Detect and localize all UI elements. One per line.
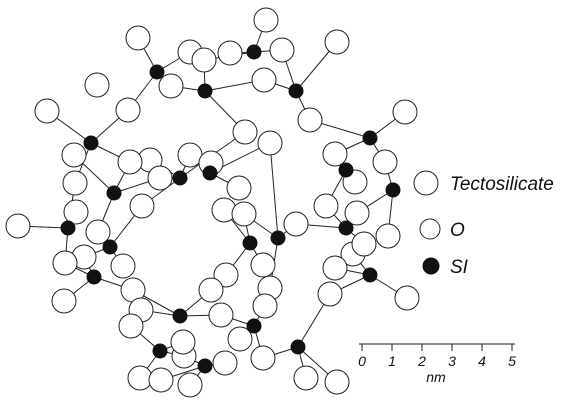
oxygen-atom: [250, 252, 276, 278]
oxygen-atom: [51, 288, 77, 314]
oxygen-atom: [63, 199, 89, 225]
oxygen-atom: [344, 200, 370, 226]
oxygen-atom: [5, 213, 31, 239]
silicon-atom: [246, 44, 262, 60]
oxygen-atom: [297, 107, 323, 133]
oxygen-atom: [253, 7, 279, 33]
oxygen-atom: [217, 40, 243, 66]
silicon-atom: [242, 235, 258, 251]
silicon-atom: [172, 308, 188, 324]
oxygen-atom: [115, 97, 141, 123]
silicon-atom: [86, 269, 102, 285]
oxygen-atom: [351, 231, 377, 257]
scale-tick-label: 2: [417, 353, 426, 369]
oxygen-atom: [322, 141, 348, 167]
oxygen-atom: [226, 175, 252, 201]
oxygen-atom: [252, 293, 278, 319]
oxygen-atom: [198, 277, 224, 303]
oxygen-atom: [34, 98, 60, 124]
si-o-bond: [269, 142, 279, 239]
oxygen-atom: [61, 142, 87, 168]
oxygen-atom: [375, 223, 401, 249]
oxygen-atom: [372, 149, 398, 175]
atom-layer: [5, 7, 420, 398]
oxygen-atom: [158, 73, 184, 99]
scale-tick-label: 1: [388, 353, 396, 369]
oxygen-atom: [117, 149, 143, 175]
silicon-atom: [106, 185, 122, 201]
oxygen-atom: [177, 372, 203, 398]
scale-bar-unit: nm: [426, 369, 446, 385]
silicon-atom: [246, 318, 262, 334]
oxygen-atom: [110, 253, 136, 279]
oxygen-atom: [170, 329, 196, 355]
silicon-atom: [290, 339, 306, 355]
silicon-atom: [197, 358, 213, 374]
oxygen-atom: [322, 255, 348, 281]
legend-silicon-swatch: [422, 257, 440, 275]
silicon-atom: [60, 220, 76, 236]
silicon-atom: [338, 220, 354, 236]
oxygen-atom: [269, 37, 295, 63]
silicon-atom: [202, 165, 218, 181]
oxygen-atom: [392, 99, 418, 125]
oxygen-atom: [394, 285, 420, 311]
oxygen-atom: [227, 326, 253, 352]
legend-oxygen-label: O: [450, 220, 465, 241]
oxygen-atom: [231, 201, 257, 227]
oxygen-atom: [118, 313, 144, 339]
legend-oxygen-swatch: [419, 218, 441, 240]
oxygen-atom: [317, 281, 343, 307]
oxygen-atom: [324, 29, 350, 55]
oxygen-atom: [213, 262, 239, 288]
oxygen-atom: [208, 302, 234, 328]
silicon-atom: [270, 230, 286, 246]
oxygen-atom: [212, 350, 238, 376]
oxygen-atom: [283, 211, 309, 237]
legend: Tectosilicate O SI: [413, 170, 554, 278]
silicon-atom: [288, 83, 304, 99]
silicon-atom: [152, 343, 168, 359]
silicon-atom: [83, 135, 99, 151]
oxygen-atom: [127, 365, 153, 391]
silicon-atom: [172, 170, 188, 186]
legend-title: Tectosilicate: [450, 174, 554, 195]
scale-tick-label: 0: [358, 353, 366, 369]
oxygen-atom: [251, 67, 277, 93]
silicon-atom: [338, 162, 354, 178]
oxygen-atom: [52, 250, 78, 276]
oxygen-atom: [324, 369, 350, 395]
scale-bar: nm 0 1 2 3 4 5: [358, 343, 516, 385]
scale-tick-label: 3: [448, 353, 456, 369]
oxygen-atom: [313, 193, 339, 219]
scale-tick-label: 4: [478, 353, 486, 369]
silicon-atom: [197, 83, 213, 99]
oxygen-atom: [148, 367, 174, 393]
scale-tick-label: 5: [508, 353, 516, 369]
legend-silicon-label: SI: [450, 257, 469, 278]
oxygen-atom: [85, 219, 111, 245]
oxygen-atom: [129, 193, 155, 219]
silicon-atom: [362, 267, 378, 283]
oxygen-atom: [250, 345, 276, 371]
oxygen-atom: [84, 72, 110, 98]
oxygen-atom: [62, 170, 88, 196]
silicon-atom: [149, 64, 165, 80]
oxygen-atom: [191, 47, 217, 73]
oxygen-atom: [177, 142, 203, 168]
silicon-atom: [385, 182, 401, 198]
silicon-atom: [102, 239, 118, 255]
oxygen-atom: [125, 25, 151, 51]
legend-tectosilicate-swatch: [413, 170, 439, 196]
oxygen-atom: [257, 130, 283, 156]
oxygen-atom: [232, 119, 258, 145]
silicon-atom: [362, 130, 378, 146]
oxygen-atom: [293, 365, 319, 391]
oxygen-atom: [147, 165, 173, 191]
